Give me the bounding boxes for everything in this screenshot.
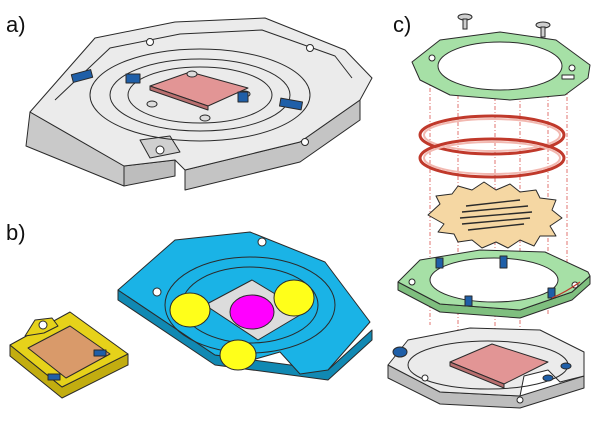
base-post-2 (542, 374, 554, 382)
plate-a-hole-1 (146, 38, 154, 46)
base-hole-2 (516, 396, 524, 404)
spot-magenta (229, 294, 275, 330)
base-hole-1 (421, 374, 429, 382)
slit-5 (467, 223, 525, 231)
panel-a-plate (25, 17, 373, 191)
green-mid-opening (429, 257, 559, 303)
pad-yellow-left (169, 292, 211, 328)
gray-base-plate (387, 327, 585, 409)
mask-slits (459, 199, 533, 231)
tan-mask (427, 181, 563, 249)
slot-ring-outer (89, 48, 311, 142)
bolt-mid-4 (547, 287, 556, 299)
plate-a-port (155, 145, 165, 155)
slot-ring-mid (109, 58, 291, 132)
cyan-hole-1 (257, 237, 267, 247)
plate-a-hole-2 (306, 44, 314, 52)
post-a-2 (199, 114, 211, 122)
sample-square-a-edge (149, 85, 209, 111)
green-mid-cable (551, 281, 581, 299)
slit-4 (461, 217, 531, 225)
pad-yellow-bottom (219, 339, 257, 371)
slot-ring-inner (127, 66, 273, 124)
gasket-ring-upper-inner (423, 118, 561, 152)
gasket-ring-lower-inner (423, 141, 561, 175)
green-top-hole-2 (568, 64, 576, 72)
clip-b-1 (93, 349, 107, 357)
frame-b-tab-hole (38, 320, 48, 330)
red-gaskets (418, 114, 566, 179)
screw-1-shank (462, 18, 468, 30)
clip-a-left (70, 69, 94, 83)
slit-2 (461, 205, 529, 213)
panel-b-frame (9, 311, 129, 399)
green-mid-hole-1 (408, 278, 416, 286)
clip-icon (70, 69, 304, 111)
panel-label-b: b) (6, 220, 26, 245)
clip-a-mid (237, 91, 249, 103)
green-top-plate-opening (437, 41, 563, 91)
green-top-plate (411, 31, 591, 101)
green-mid-plate (397, 249, 591, 319)
plate-a-hole-3 (301, 138, 309, 146)
sample-square-c-edge (449, 361, 505, 389)
panel-b-cyan-plate (117, 231, 373, 381)
gasket-ring-lower (418, 137, 566, 179)
sample-square-b (27, 325, 111, 379)
base-clip-1 (392, 346, 408, 358)
panel-label-c: c) (393, 12, 412, 37)
green-top-slot (561, 74, 575, 80)
plate-a-rim (54, 29, 353, 101)
clip-b-2 (47, 373, 61, 381)
slit-3 (459, 211, 533, 219)
cyan-hole-2 (152, 287, 162, 297)
clip-a-top (125, 73, 141, 84)
bolt-mid-3 (464, 295, 473, 307)
screw-2-shank (540, 26, 546, 38)
clip-a-right (278, 97, 304, 111)
bolt-icon (435, 255, 556, 307)
post-a-4 (186, 70, 198, 78)
panel-label-a: a) (6, 12, 26, 37)
pad-yellow-top (273, 279, 315, 317)
green-top-hole-1 (428, 54, 436, 62)
bolt-mid-2 (499, 255, 508, 269)
bolt-mid-1 (435, 257, 444, 269)
gasket-ring-upper (418, 114, 566, 156)
post-a-1 (146, 100, 158, 108)
slit-1 (465, 199, 521, 207)
base-post-1 (560, 362, 572, 370)
